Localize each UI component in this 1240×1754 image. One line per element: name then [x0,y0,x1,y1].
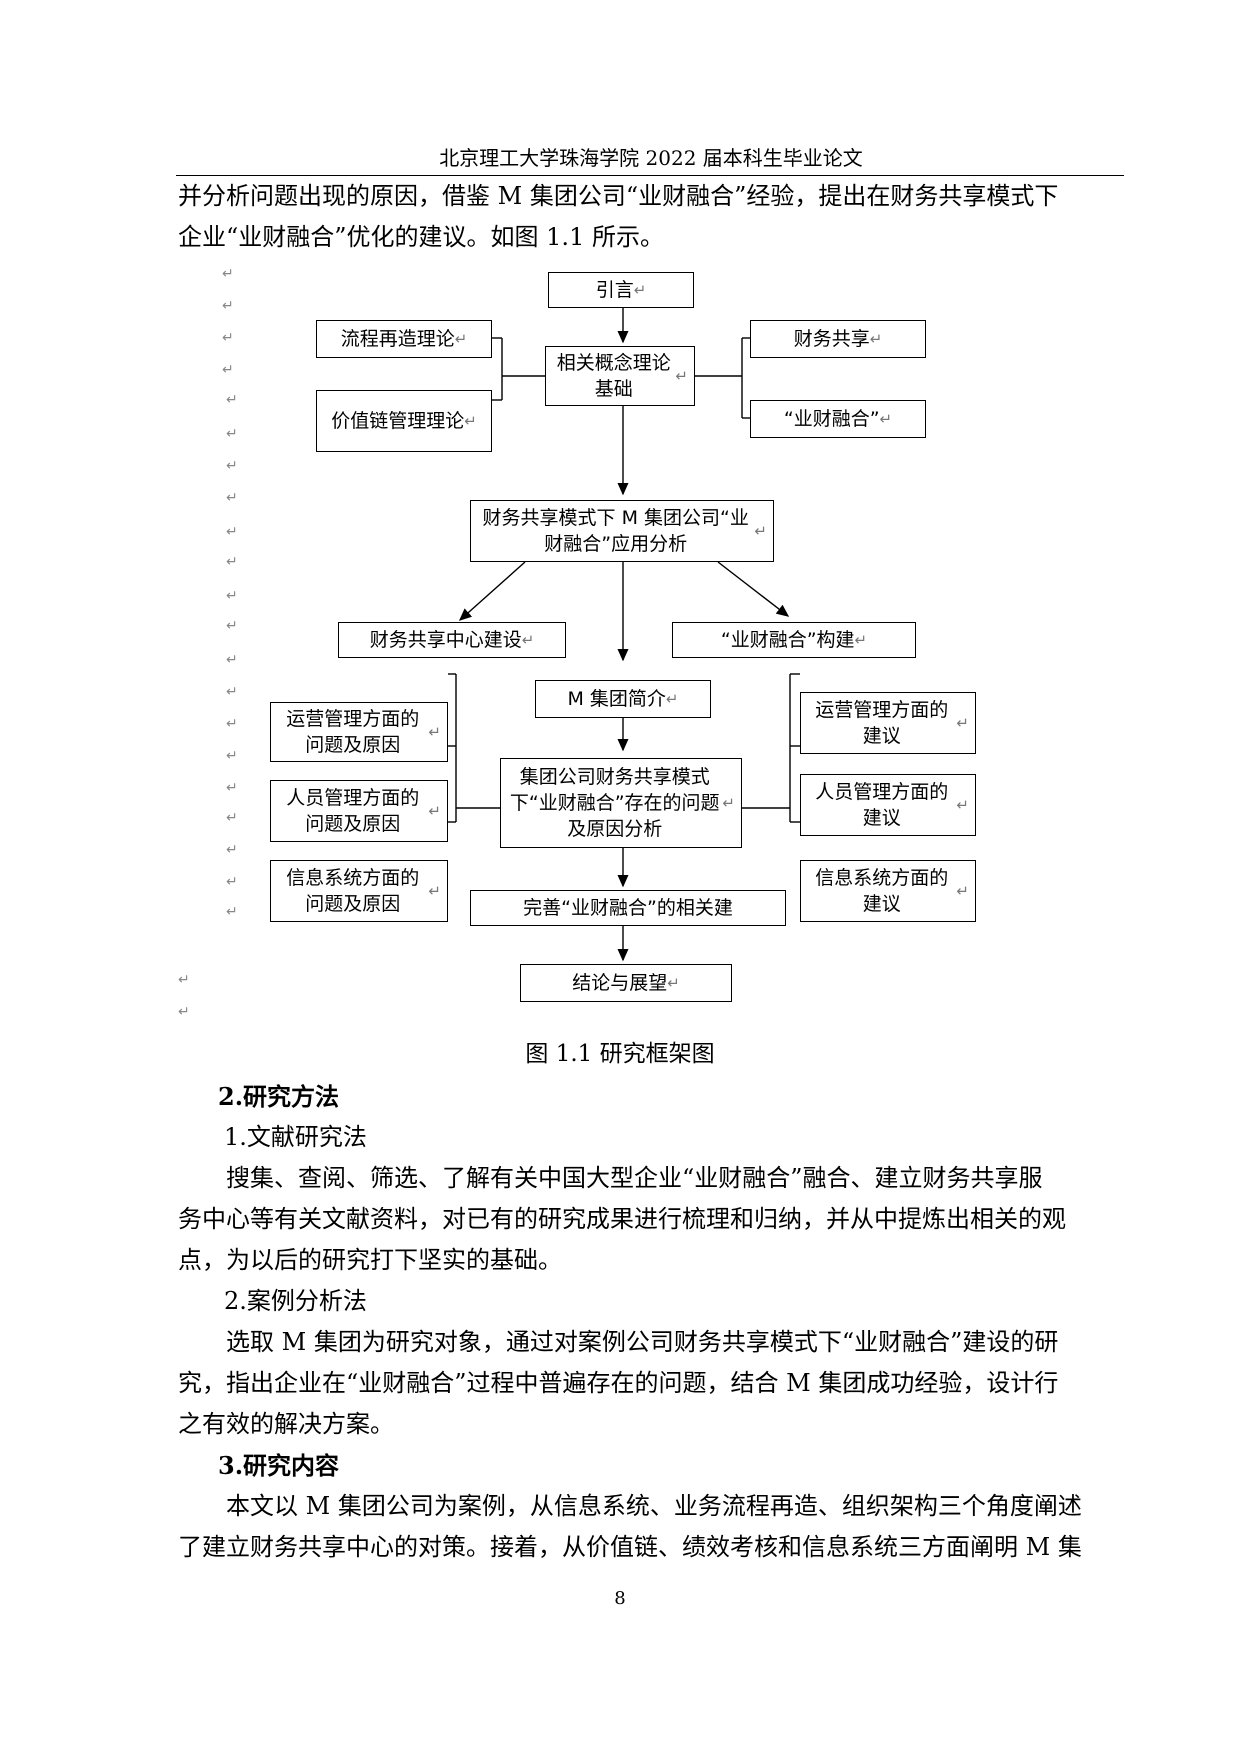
figure-caption: 图 1.1 研究框架图 [525,1041,715,1067]
return-mark-icon: ↵ [226,588,238,604]
lit-line-2: 务中心等有关文献资料，对已有的研究成果进行梳理和归纳，并从中提炼出相关的观 [178,1205,1066,1233]
box-is-advice: 信息系统方面的建议↵ [800,860,976,922]
lit-line-1: 搜集、查阅、筛选、了解有关中国大型企业“业财融合”融合、建立财务共享服 [226,1164,1043,1192]
return-mark-icon: ↵ [226,842,238,858]
box-concepts: 相关概念理论基础↵ [545,346,695,406]
case-line-1: 选取 M 集团为研究对象，通过对案例公司财务共享模式下“业财融合”建设的研 [226,1328,1059,1356]
return-mark-icon: ↵ [226,524,238,540]
return-mark-icon: ↵ [226,392,238,408]
return-mark-icon: ↵ [226,748,238,764]
figure-connectors [448,308,800,962]
return-mark-icon: ↵ [226,810,238,826]
research-framework-figure: 引言↵ 流程再造理论↵ 价值链管理理论↵ 相关概念理论基础↵ 财务共享↵ “业财… [0,262,1240,1030]
intro-line-1: 并分析问题出现的原因，借鉴 M 集团公司“业财融合”经验，提出在财务共享模式下 [178,182,1059,210]
return-mark-icon: ↵ [226,618,238,634]
box-application: 财务共享模式下 M 集团公司“业财融合”应用分析↵ [470,500,774,562]
header-rule [176,175,1124,176]
box-conclusion: 结论与展望↵ [520,964,732,1002]
box-ops-advice: 运营管理方面的建议↵ [800,692,976,754]
box-improve: 完善“业财融合”的相关建 [470,890,786,926]
return-mark-icon: ↵ [226,458,238,474]
box-ye-cai: “业财融合”↵ [750,400,926,438]
case-line-3: 之有效的解决方案。 [178,1410,394,1438]
return-mark-icon: ↵ [226,490,238,506]
return-mark-icon: ↵ [222,362,234,378]
return-mark-icon: ↵ [226,684,238,700]
box-value-chain-theory: 价值链管理理论↵ [316,390,492,452]
box-ye-cai-build: “业财融合”构建↵ [672,622,916,658]
return-mark-icon: ↵ [222,298,234,314]
return-mark-icon: ↵ [222,330,234,346]
running-header: 北京理工大学珠海学院 2022 届本科生毕业论文 [439,146,863,170]
box-m-intro: M 集团简介↵ [535,680,711,718]
box-is-problem: 信息系统方面的问题及原因↵ [270,860,448,922]
box-intro: 引言↵ [548,272,694,308]
content-line-2: 了建立财务共享中心的对策。接着，从价值链、绩效考核和信息系统三方面阐明 M 集 [178,1533,1082,1561]
return-mark-icon: ↵ [178,1004,190,1020]
return-mark-icon: ↵ [226,874,238,890]
intro-line-2: 企业“业财融合”优化的建议。如图 1.1 所示。 [178,223,664,251]
case-line-2: 究，指出企业在“业财融合”过程中普遍存在的问题，结合 M 集团成功经验，设计行 [178,1369,1059,1397]
box-analysis: 集团公司财务共享模式下“业财融合”存在的问题及原因分析↵ [500,758,742,848]
body-sections: 2.研究方法 1.文献研究法 搜集、查阅、筛选、了解有关中国大型企业“业财融合”… [178,1076,1130,1568]
return-mark-icon: ↵ [226,780,238,796]
page-number: 8 [614,1588,626,1609]
return-mark-icon: ↵ [226,426,238,442]
case-heading: 2.案例分析法 [224,1287,367,1315]
lit-line-3: 点，为以后的研究打下坚实的基础。 [178,1246,562,1274]
return-mark-icon: ↵ [178,972,190,988]
box-hr-advice: 人员管理方面的建议↵ [800,774,976,836]
box-shared-finance: 财务共享↵ [750,320,926,358]
box-center-build: 财务共享中心建设↵ [338,622,566,658]
return-mark-icon: ↵ [226,554,238,570]
methods-heading: 2.研究方法 [218,1082,340,1111]
lit-heading: 1.文献研究法 [224,1123,367,1151]
intro-paragraph: 并分析问题出现的原因，借鉴 M 集团公司“业财融合”经验，提出在财务共享模式下 … [178,176,1130,258]
return-mark-icon: ↵ [226,716,238,732]
box-process-theory: 流程再造理论↵ [316,320,492,358]
return-mark-icon: ↵ [226,652,238,668]
content-heading: 3.研究内容 [218,1451,340,1480]
return-mark-icon: ↵ [222,266,234,282]
return-mark-icon: ↵ [226,904,238,920]
box-ops-problem: 运营管理方面的问题及原因↵ [270,702,448,762]
box-hr-problem: 人员管理方面的问题及原因↵ [270,780,448,842]
content-line-1: 本文以 M 集团公司为案例，从信息系统、业务流程再造、组织架构三个角度阐述 [226,1492,1082,1520]
